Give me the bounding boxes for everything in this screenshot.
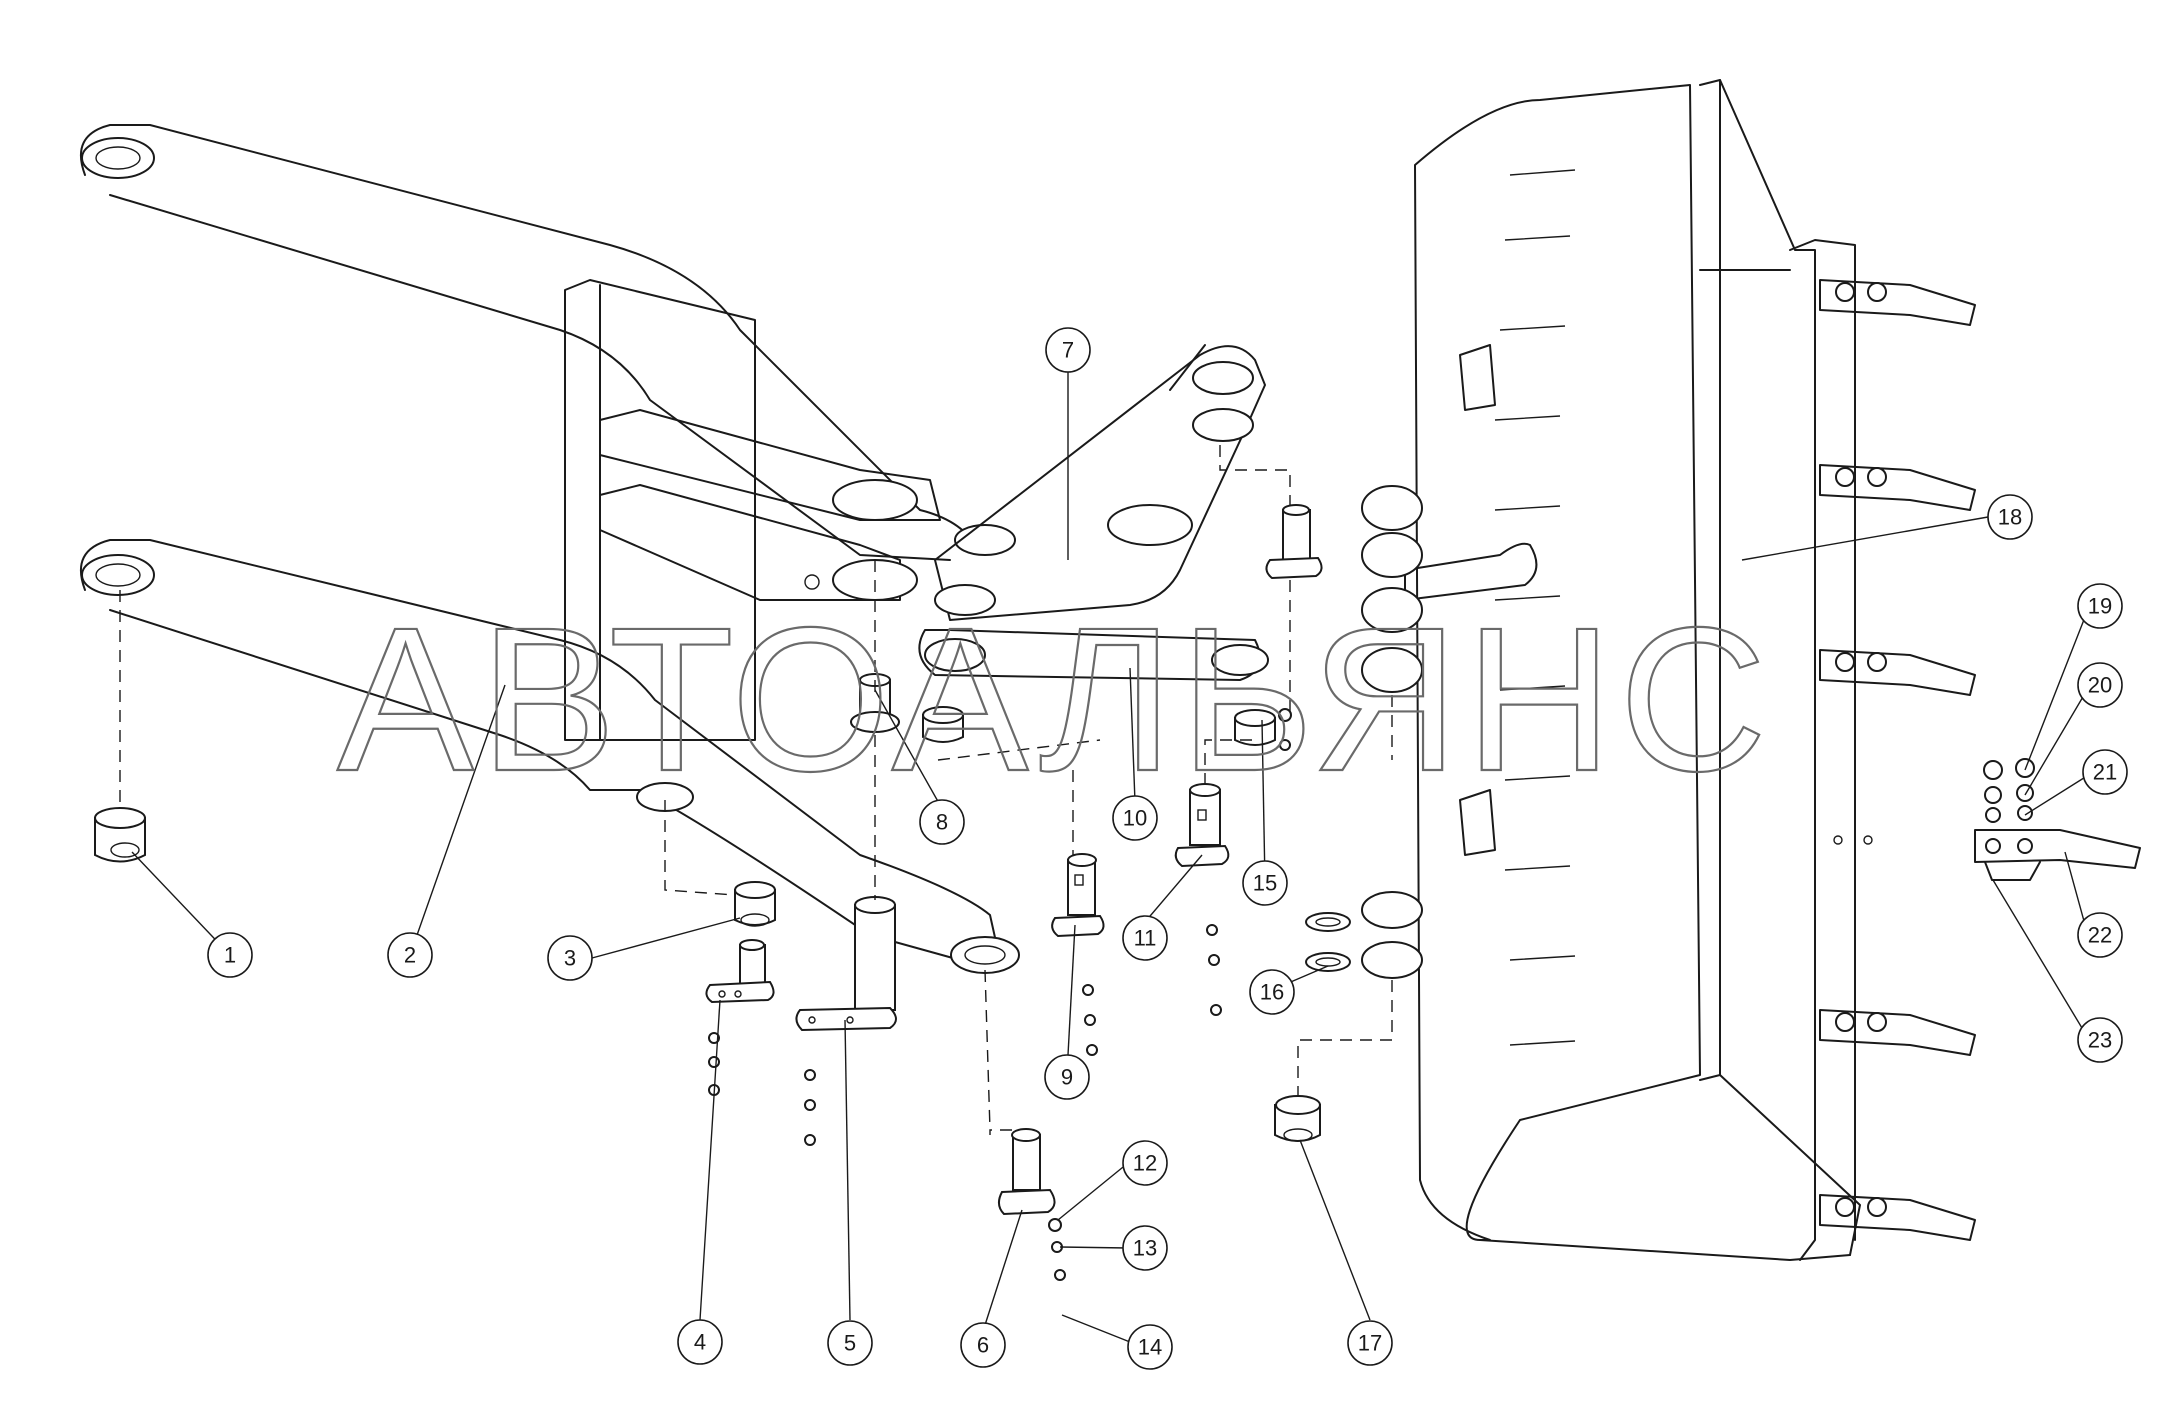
callout-label: 3 bbox=[564, 946, 576, 971]
callout-21: 21 bbox=[2082, 749, 2128, 795]
callout-3: 3 bbox=[547, 935, 593, 981]
watermark: АВТОАЛЬЯНС bbox=[337, 585, 1773, 814]
tilt-link bbox=[918, 629, 1269, 681]
callout-6: 6 bbox=[960, 1322, 1006, 1368]
boom-assembly bbox=[80, 124, 1020, 974]
callout-label: 4 bbox=[694, 1330, 706, 1355]
callout-label: 9 bbox=[1061, 1065, 1073, 1090]
callout-label: 18 bbox=[1998, 505, 2022, 530]
callout-label: 13 bbox=[1133, 1236, 1157, 1261]
callout-22: 22 bbox=[2077, 912, 2123, 958]
callout-7: 7 bbox=[1045, 327, 1091, 373]
callout-label: 6 bbox=[977, 1333, 989, 1358]
callout-label: 2 bbox=[404, 943, 416, 968]
callout-label: 8 bbox=[936, 810, 948, 835]
callout-label: 17 bbox=[1358, 1331, 1382, 1356]
callout-19: 19 bbox=[2077, 583, 2123, 629]
callout-2: 2 bbox=[387, 932, 433, 978]
callout-17: 17 bbox=[1347, 1320, 1393, 1366]
callout-20: 20 bbox=[2077, 662, 2123, 708]
callout-label: 22 bbox=[2088, 923, 2112, 948]
callout-label: 7 bbox=[1062, 338, 1074, 363]
leader-lines bbox=[131, 350, 2088, 1343]
callout-label: 14 bbox=[1138, 1335, 1162, 1360]
callout-label: 20 bbox=[2088, 673, 2112, 698]
callout-16: 16 bbox=[1249, 969, 1295, 1015]
callout-label: 15 bbox=[1253, 871, 1277, 896]
callout-15: 15 bbox=[1242, 860, 1288, 906]
callout-14: 14 bbox=[1127, 1324, 1173, 1370]
assembly-guide-lines bbox=[119, 445, 1393, 1135]
callout-11: 11 bbox=[1122, 915, 1168, 961]
callout-label: 21 bbox=[2093, 760, 2117, 785]
callout-label: 11 bbox=[1134, 926, 1157, 951]
bellcrank-lever bbox=[934, 344, 1266, 621]
callout-12: 12 bbox=[1122, 1140, 1168, 1186]
callout-8: 8 bbox=[919, 799, 965, 845]
callout-label: 12 bbox=[1133, 1151, 1157, 1176]
bucket bbox=[1361, 79, 1976, 1261]
callout-label: 1 bbox=[224, 943, 236, 968]
callout-5: 5 bbox=[827, 1320, 873, 1366]
callout-9: 9 bbox=[1044, 1054, 1090, 1100]
bucket-teeth bbox=[1819, 279, 1976, 1241]
callout-18: 18 bbox=[1987, 494, 2033, 540]
callout-4: 4 bbox=[677, 1319, 723, 1365]
callout-1: 1 bbox=[207, 932, 253, 978]
callout-label: 23 bbox=[2088, 1028, 2112, 1053]
callout-23: 23 bbox=[2077, 1017, 2123, 1063]
pins-and-fasteners bbox=[94, 504, 2141, 1281]
callout-10: 10 bbox=[1112, 795, 1158, 841]
callout-13: 13 bbox=[1122, 1225, 1168, 1271]
callout-label: 5 bbox=[844, 1331, 856, 1356]
callout-label: 10 bbox=[1123, 806, 1147, 831]
callout-label: 16 bbox=[1260, 980, 1284, 1005]
callout-label: 19 bbox=[2088, 594, 2112, 619]
